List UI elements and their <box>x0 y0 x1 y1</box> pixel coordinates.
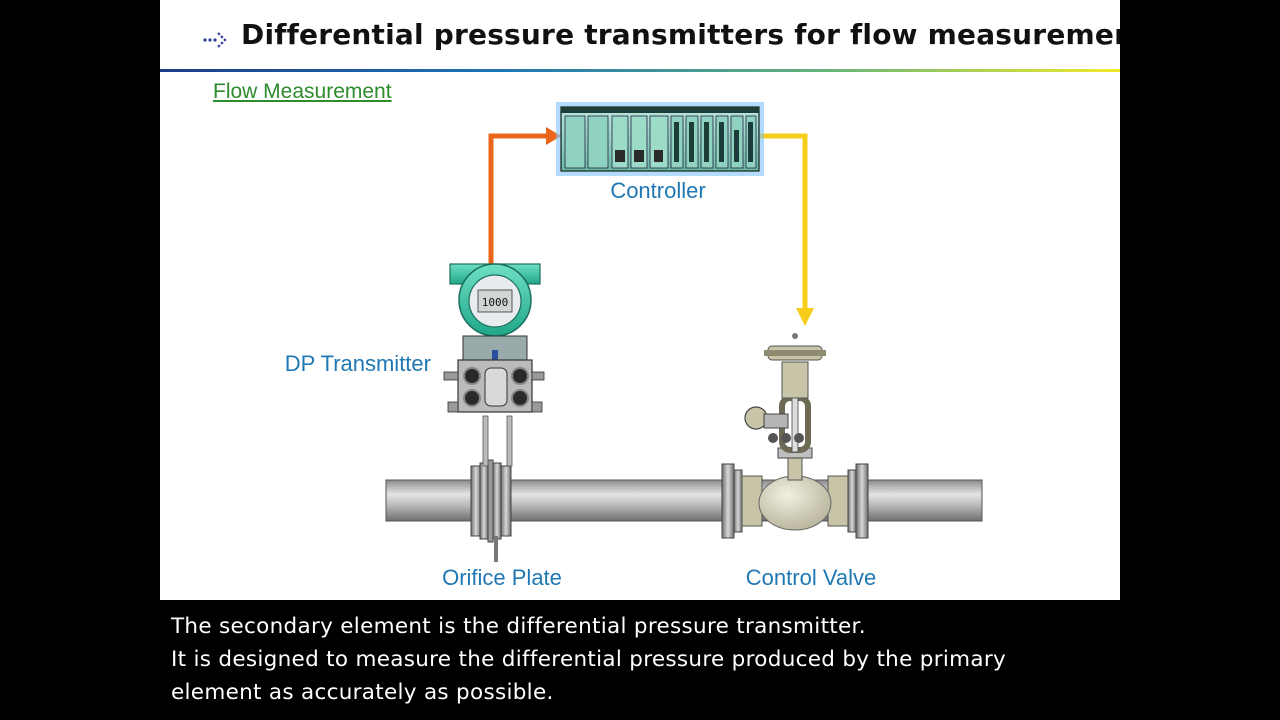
flow-measurement-diagram: 1000 <box>285 102 983 590</box>
control-signal-line <box>760 133 814 326</box>
caption-line: It is designed to measure the differenti… <box>171 647 1007 672</box>
output-signal-line <box>488 127 561 266</box>
title-divider <box>160 69 1120 72</box>
page-title: Differential pressure transmitters for f… <box>241 18 1120 51</box>
controller-label: Controller <box>610 178 705 203</box>
dp-transmitter-icon: 1000 <box>443 263 545 413</box>
orifice-plate-label: Orifice Plate <box>442 565 562 590</box>
flow-measurement-link[interactable]: Flow Measurement <box>213 80 392 103</box>
caption-line: The secondary element is the differentia… <box>171 614 866 639</box>
controller-rack-icon <box>556 102 764 176</box>
orifice-flange-assembly <box>470 459 512 562</box>
arrow-bullet-icon <box>203 32 227 48</box>
caption-line: element as accurately as possible. <box>171 680 554 705</box>
dp-transmitter-label: DP Transmitter <box>285 351 431 376</box>
impulse-lines <box>482 415 513 467</box>
title-bar: Differential pressure transmitters for f… <box>160 0 1120 72</box>
control-valve-icon <box>721 333 869 539</box>
display-reading: 1000 <box>482 296 509 309</box>
subtitle-caption: The secondary element is the differentia… <box>171 610 1131 709</box>
control-valve-label: Control Valve <box>746 565 876 590</box>
slide: Differential pressure transmitters for f… <box>160 0 1120 600</box>
